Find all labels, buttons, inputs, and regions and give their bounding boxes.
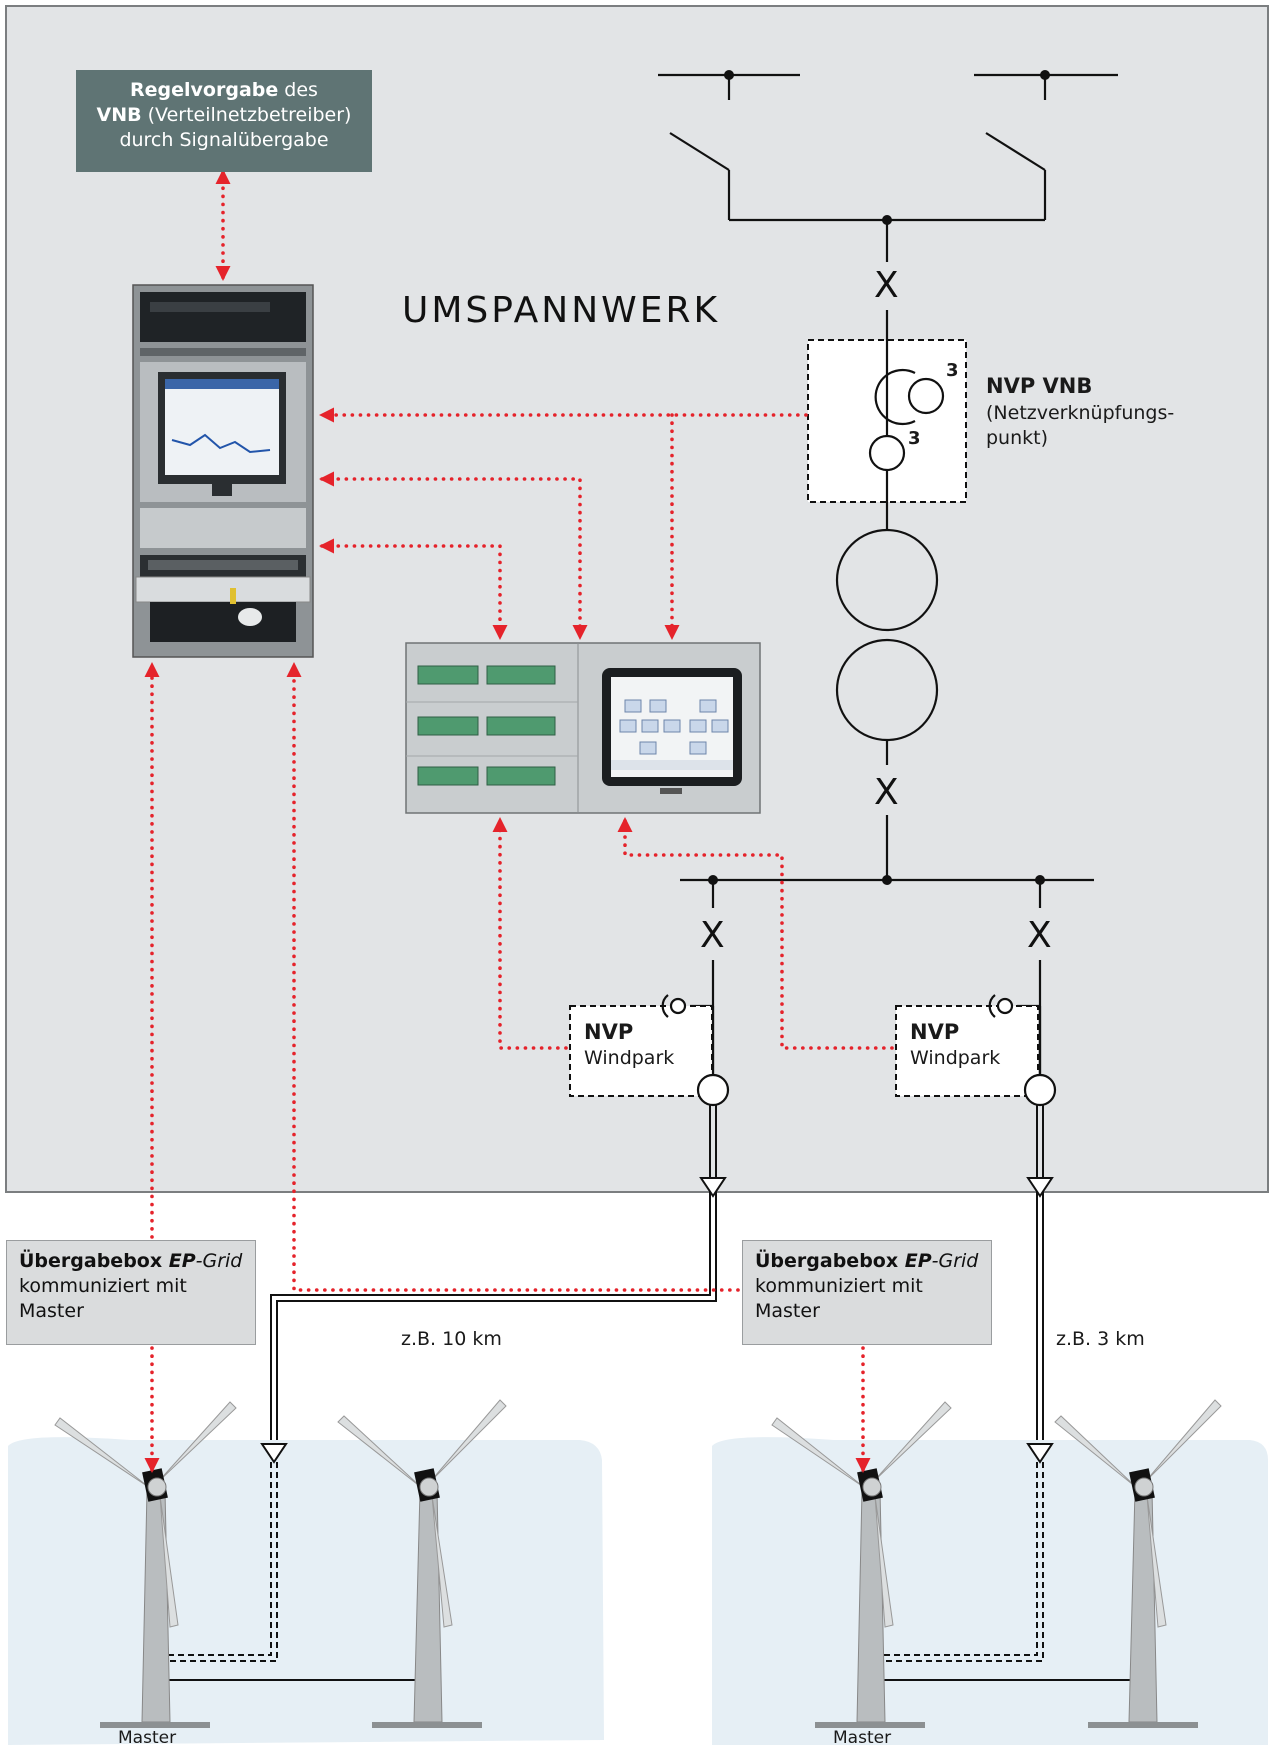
vnb-box-line2: VNB (Verteilnetzbetreiber) [76,103,372,128]
vnb-box-des: des [278,79,318,101]
windpark-area-left [8,1437,604,1745]
vnb-box-regelvorgabe: Regelvorgabe [130,79,279,101]
uebergabebox-right-ep: EP [904,1250,932,1272]
uebergabebox-right-name: Übergabebox [755,1250,905,1272]
switch-mark-top: X [874,265,899,306]
uebergabebox-left-grid: -Grid [195,1250,243,1272]
wind-turbine-3 [771,1401,952,1728]
distance-left-label: z.B. 10 km [401,1328,502,1350]
nvp-windpark-left-sub: Windpark [584,1047,675,1069]
signal-lines [144,168,894,1474]
wind-turbine-4 [1054,1399,1222,1728]
ct-count-label: 3 [946,360,959,381]
nvp-vnb-sub1: (Netzverknüpfungs- [986,402,1175,424]
cable-double-lines [270,1105,1044,1440]
switch-mark-mid: X [874,772,899,813]
uebergabebox-right-line1: Übergabebox EP-Grid [755,1249,979,1274]
cable-triangles [260,1177,1054,1464]
vt-count-label: 3 [908,428,921,449]
master-label-left: Master [118,1728,177,1748]
nvp-windpark-right-title: NVP [910,1020,960,1044]
vnb-box-verteilnetzbetreiber: (Verteilnetzbetreiber) [141,104,352,126]
control-rack [132,284,314,658]
switch-mark-left: X [700,915,725,956]
nvp-vnb-symbols [868,340,945,502]
substation-title: UMSPANNWERK [402,290,721,331]
wind-turbine-1 [54,1401,237,1728]
uebergabebox-right-grid: -Grid [931,1250,979,1272]
vnb-box-vnb: VNB [96,104,142,126]
uebergabebox-right: Übergabebox EP-Grid kommuniziert mit Mas… [742,1240,992,1345]
master-label-right: Master [833,1728,892,1748]
uebergabebox-left-ep: EP [168,1250,196,1272]
nvp-windpark-box-left [569,1005,713,1097]
cable-dashed-lines [162,1462,1044,1662]
windpark-area-right [712,1437,1268,1745]
uebergabebox-right-line2: kommuniziert mit [755,1275,923,1297]
uebergabebox-left-line1: Übergabebox EP-Grid [19,1249,243,1274]
uebergabebox-left-line2: kommuniziert mit [19,1275,187,1297]
uebergabebox-left: Übergabebox EP-Grid kommuniziert mit Mas… [6,1240,256,1345]
nvp-windpark-right-sub: Windpark [910,1047,1001,1069]
nvp-vnb-title: NVP VNB [986,374,1093,398]
control-panel [405,642,761,814]
vnb-box-line1: Regelvorgabe des [76,78,372,103]
nvp-vnb-sub2: punkt) [986,427,1049,449]
uebergabebox-right-line3: Master [755,1300,820,1322]
nvp-windpark-box-right [895,1005,1039,1097]
uebergabebox-left-line3: Master [19,1300,84,1322]
switch-mark-right: X [1027,915,1052,956]
distance-right-label: z.B. 3 km [1056,1328,1145,1350]
nvp-windpark-left-title: NVP [584,1020,634,1044]
nvp-windpark-symbols [661,994,1057,1107]
vnb-setpoint-box: Regelvorgabe des VNB (Verteilnetzbetreib… [76,70,372,172]
wind-turbine-2 [337,1399,507,1728]
vnb-box-line3: durch Signalübergabe [119,129,329,151]
transformer-symbol [835,528,939,742]
uebergabebox-left-name: Übergabebox [19,1250,169,1272]
bus-dots [708,70,1050,885]
